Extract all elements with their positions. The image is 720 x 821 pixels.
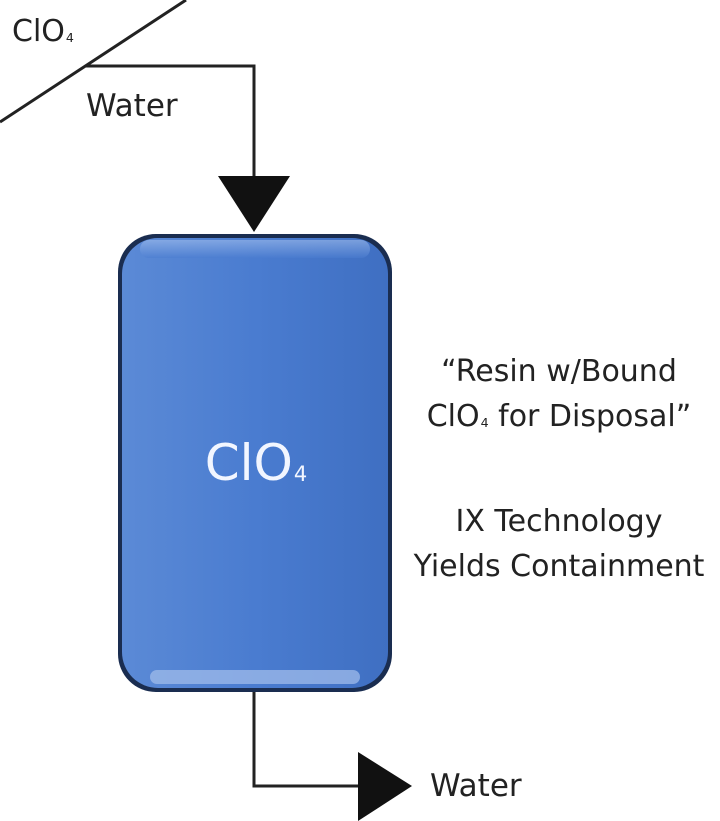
inlet-arrow — [218, 176, 290, 232]
outlet-pipe — [252, 692, 360, 788]
resin-vessel — [118, 234, 392, 692]
ix-annotation-line1: IX Technology — [455, 504, 663, 539]
disposal-annotation-line1: “Resin w/Bound — [441, 354, 677, 389]
inlet-water-label: Water — [86, 88, 178, 124]
ix-annotation-line2: Yields Containment — [413, 549, 705, 584]
disposal-annotation: “Resin w/Bound ClO4 for Disposal” — [398, 349, 720, 444]
vessel-chemical-label: ClO4 — [204, 434, 308, 492]
outlet-water-label: Water — [430, 768, 522, 804]
inlet-diagonal-line — [0, 0, 187, 124]
disposal-annotation-line2: ClO4 for Disposal” — [426, 399, 692, 434]
inlet-pipe — [86, 64, 256, 176]
outlet-arrow — [358, 752, 412, 821]
inlet-chemical-label: ClO4 — [12, 14, 74, 49]
ix-technology-annotation: IX Technology Yields Containment — [398, 499, 720, 589]
